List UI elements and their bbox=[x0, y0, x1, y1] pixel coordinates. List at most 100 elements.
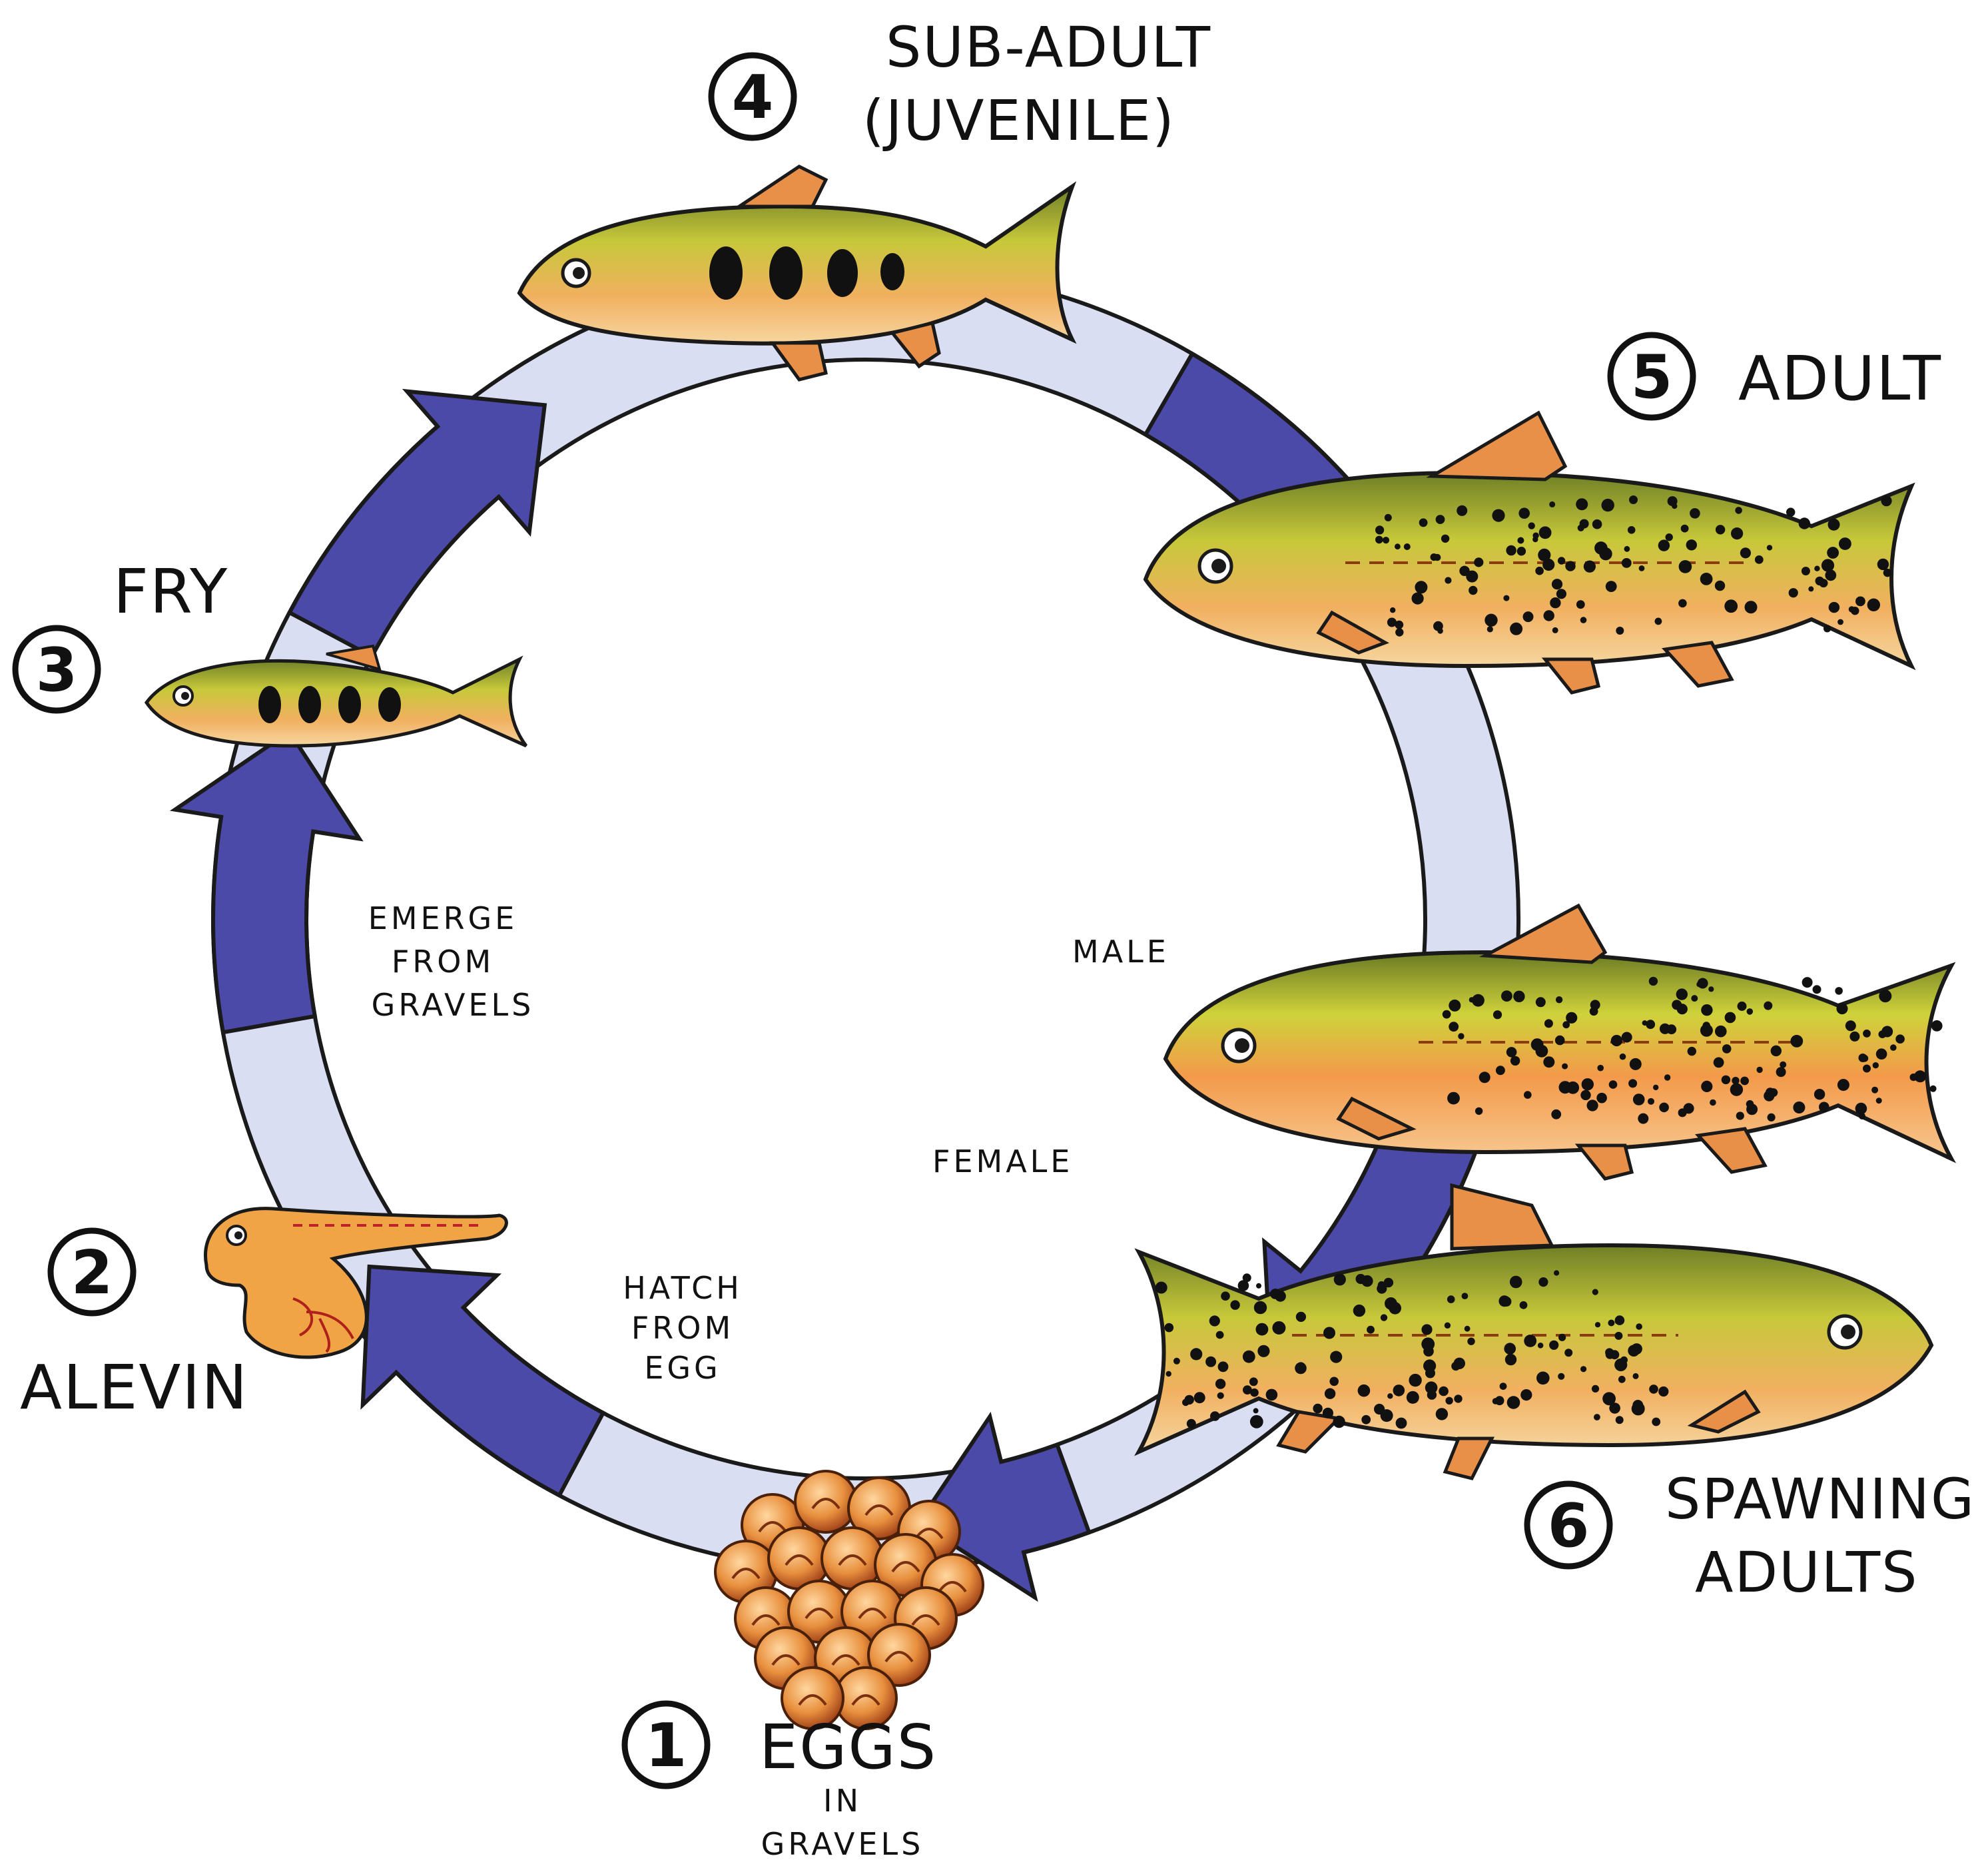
eggs-note-line-2: GRAVELS bbox=[761, 1826, 924, 1862]
fish-spot bbox=[1385, 514, 1392, 521]
fish-spot bbox=[1500, 1383, 1507, 1390]
fish-spot bbox=[1837, 619, 1843, 625]
fish-spot bbox=[1814, 566, 1820, 571]
fish-spot bbox=[1636, 1323, 1642, 1330]
fish-spot bbox=[1323, 1408, 1333, 1418]
fish-spot bbox=[1230, 1300, 1239, 1309]
fish-spot bbox=[1652, 1418, 1660, 1426]
fish-spot bbox=[1659, 1103, 1669, 1113]
fish-spot bbox=[1724, 599, 1738, 613]
fish-spot bbox=[1876, 1097, 1882, 1103]
fish-spot bbox=[1703, 1022, 1710, 1029]
fish-spot bbox=[1458, 1033, 1464, 1039]
fish-spot bbox=[1708, 986, 1714, 992]
fish-spot bbox=[1580, 1090, 1590, 1100]
emerge-note-line-1: EMERGE bbox=[368, 900, 518, 936]
fish-spot bbox=[1691, 995, 1698, 1002]
fish-spot bbox=[1431, 553, 1438, 561]
fish-spot bbox=[1714, 1058, 1724, 1068]
fish-spot bbox=[1510, 623, 1522, 635]
fish-spot bbox=[1485, 614, 1497, 627]
stage-5-number: 5 bbox=[1610, 335, 1693, 418]
fish-spot bbox=[1746, 1100, 1754, 1108]
fish-spot bbox=[1520, 1301, 1528, 1309]
fish-spot bbox=[1407, 1391, 1419, 1404]
fish-spot bbox=[1802, 977, 1813, 988]
arrow-eggs-to-alevin bbox=[363, 1267, 603, 1495]
fish-spot bbox=[1249, 1377, 1258, 1386]
fish-spot bbox=[1576, 600, 1585, 609]
fish-spot bbox=[1506, 545, 1516, 555]
fish-spot bbox=[1447, 1295, 1455, 1303]
fish-spot bbox=[1790, 1035, 1803, 1048]
fish-spot bbox=[1334, 1273, 1346, 1285]
fish-spot bbox=[1879, 990, 1891, 1002]
fish-spot bbox=[1633, 1373, 1639, 1379]
fish-spot bbox=[1333, 1416, 1345, 1428]
fish-spot bbox=[1209, 1315, 1220, 1326]
fish-spot bbox=[1849, 606, 1855, 612]
fish-spot bbox=[1678, 599, 1687, 608]
fish-spot bbox=[1535, 567, 1544, 575]
fish-spot bbox=[1538, 1277, 1548, 1287]
fish-spot bbox=[1495, 1396, 1504, 1405]
fish-spot bbox=[1487, 626, 1493, 632]
fish-spot bbox=[1701, 1004, 1712, 1016]
fish-spot bbox=[1544, 1019, 1553, 1028]
stage-3-title: FRY bbox=[113, 556, 228, 627]
fish-spot bbox=[1419, 518, 1428, 527]
egg-cluster-icon bbox=[715, 1471, 983, 1729]
stage-4-title: SUB-ADULT bbox=[886, 15, 1211, 80]
fish-spot bbox=[1580, 1366, 1586, 1372]
female-label: FEMALE bbox=[932, 1143, 1073, 1179]
eggs-note-line-1: IN bbox=[823, 1783, 862, 1819]
fish-spot bbox=[1696, 982, 1702, 987]
fish-spot bbox=[1415, 581, 1427, 593]
stage-2-number: 2 bbox=[51, 1231, 133, 1313]
fish-spot bbox=[1504, 1343, 1516, 1355]
svg-text:1: 1 bbox=[645, 1711, 687, 1781]
fish-spot bbox=[1330, 1351, 1342, 1363]
fish-spot bbox=[1550, 597, 1560, 608]
fish-spot bbox=[1890, 1044, 1897, 1051]
fish-spot bbox=[1592, 519, 1602, 529]
fish-spot bbox=[1323, 1327, 1335, 1339]
fish-spot bbox=[1745, 601, 1758, 613]
fish-spot bbox=[1217, 1393, 1224, 1399]
fish-spot bbox=[1173, 1358, 1180, 1365]
fish-spot bbox=[1520, 1389, 1532, 1400]
fish-spot bbox=[1837, 1079, 1849, 1091]
fish-spot bbox=[1819, 1102, 1829, 1113]
fish-spot bbox=[1367, 1326, 1375, 1334]
fish-spot bbox=[1562, 1064, 1568, 1070]
fish-spot bbox=[1590, 1000, 1600, 1010]
stage-2-title: ALEVIN bbox=[20, 1352, 248, 1423]
fish-spot bbox=[1390, 607, 1395, 613]
fish-spot bbox=[1639, 565, 1645, 571]
fish-spot bbox=[1381, 1409, 1393, 1422]
fish-spot bbox=[1789, 588, 1798, 597]
fish-spot bbox=[1672, 1000, 1682, 1010]
fish-spot bbox=[1776, 1067, 1786, 1077]
fish-spot bbox=[1507, 1396, 1520, 1409]
fish-spot bbox=[1313, 1404, 1322, 1413]
fish-spot bbox=[1395, 628, 1403, 636]
fish-spot bbox=[1353, 1305, 1365, 1317]
fish-spot bbox=[1664, 1074, 1670, 1080]
fish-spot bbox=[1910, 1074, 1917, 1081]
fish-spot bbox=[1554, 1270, 1559, 1275]
fish-spot bbox=[1614, 1359, 1627, 1371]
fish-spot bbox=[1524, 1335, 1536, 1347]
fish-spot bbox=[1823, 625, 1831, 632]
fish-spot bbox=[1715, 581, 1725, 591]
fish-spot bbox=[1876, 1048, 1887, 1060]
fish-spot bbox=[1678, 1108, 1687, 1117]
stage-1-number: 1 bbox=[625, 1704, 707, 1786]
fish-spot bbox=[1558, 1373, 1564, 1380]
male-label: MALE bbox=[1072, 934, 1169, 970]
fish-spot bbox=[1393, 1385, 1405, 1397]
fish-spot bbox=[1764, 1002, 1772, 1010]
fish-spot bbox=[1469, 586, 1477, 595]
fish-spot bbox=[1615, 1315, 1625, 1325]
fish-spot bbox=[1443, 1010, 1451, 1019]
